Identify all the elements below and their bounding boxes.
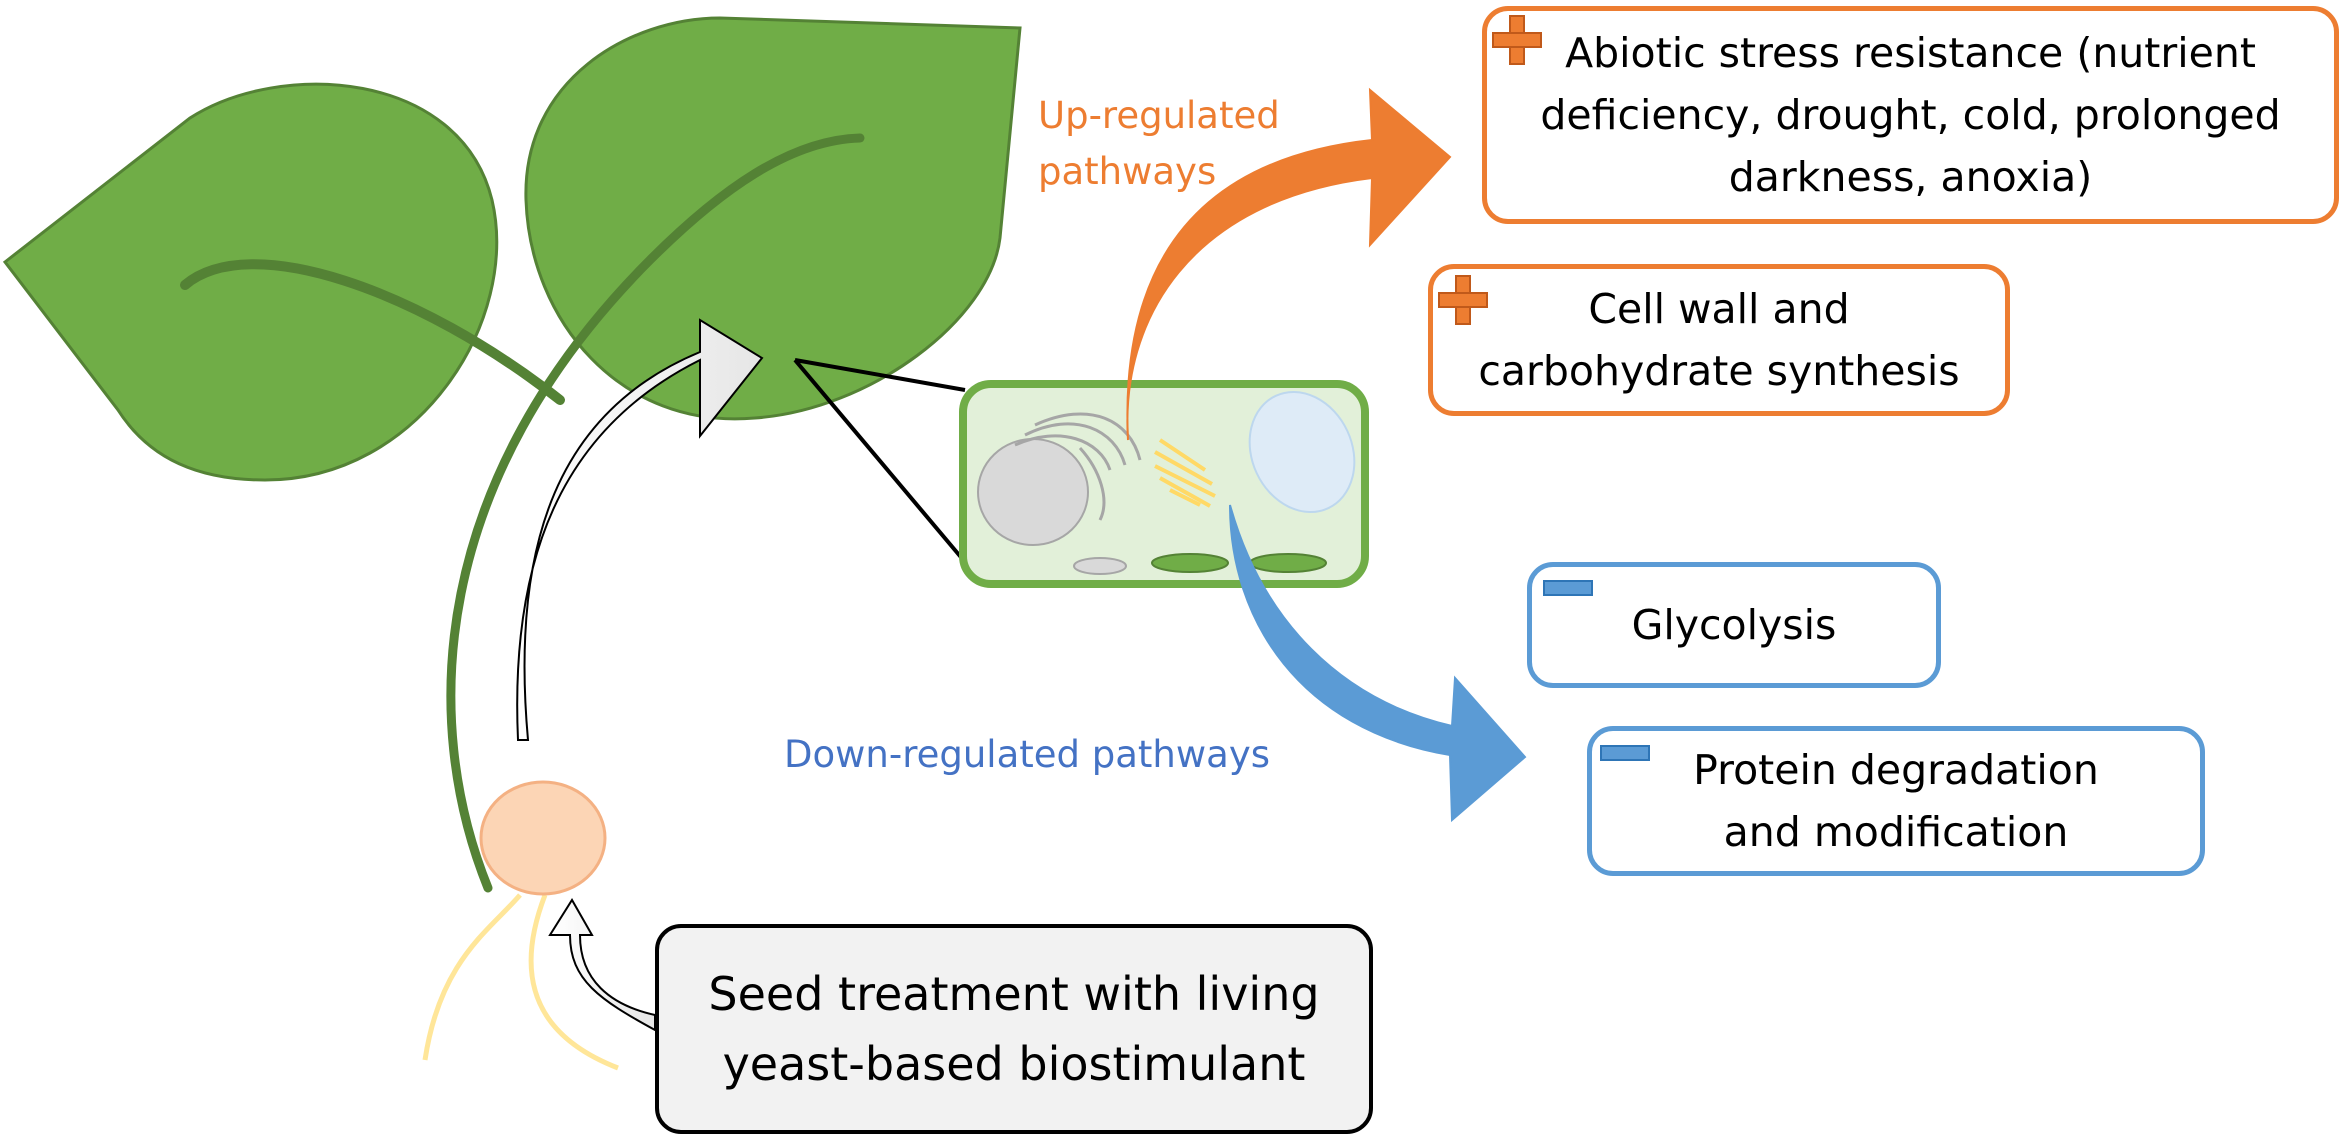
plant-cell [959, 380, 1369, 588]
protein-box: Protein degradation and modification [1587, 726, 2205, 876]
box-text-line: Protein degradation [1693, 746, 2099, 794]
vacuole [1248, 390, 1356, 514]
growth-arrow [516, 318, 764, 741]
up-regulated-label: Up-regulated pathways [1038, 88, 1280, 200]
seed-treatment-text: Seed treatment with living yeast-based b… [708, 959, 1319, 1099]
seed-shape [479, 780, 607, 896]
box-text-line: Abiotic stress resistance (nutrient [1565, 29, 2256, 77]
endoplasmic-reticulum [1014, 434, 1112, 471]
minus-icon [1543, 580, 1593, 596]
cell-wall-box: Cell wall and carbohydrate synthesis [1428, 264, 2010, 416]
right-leaf [524, 16, 1022, 421]
box-text-line: and modification [1723, 808, 2069, 856]
mitochondrion [1073, 557, 1127, 575]
cell-wall-text: Cell wall and carbohydrate synthesis [1478, 278, 1959, 402]
up-regulated-arrow [1126, 87, 1452, 441]
glycolysis-text: Glycolysis [1632, 594, 1837, 656]
treatment-arrow [548, 898, 656, 1032]
zoom-lines [793, 358, 967, 564]
glycolysis-box: Glycolysis [1527, 562, 1941, 688]
box-text-line: darkness, anoxia) [1728, 153, 2093, 201]
abiotic-stress-box: Abiotic stress resistance (nutrient defi… [1482, 6, 2339, 224]
chloroplast-1 [1151, 553, 1229, 573]
down-regulated-arrow [1229, 504, 1527, 823]
golgi-body [1154, 438, 1216, 508]
down-regulated-label: Down-regulated pathways [784, 733, 1270, 776]
up-regulated-label-line: pathways [1038, 150, 1217, 193]
protein-text: Protein degradation and modification [1693, 739, 2099, 863]
up-regulated-label-line: Up-regulated [1038, 94, 1280, 137]
plant-stem [446, 133, 865, 893]
box-text-line: carbohydrate synthesis [1478, 347, 1960, 395]
seed-treatment-box: Seed treatment with living yeast-based b… [655, 924, 1373, 1134]
plus-icon [1438, 275, 1488, 325]
left-leaf [2, 82, 565, 482]
minus-icon [1600, 745, 1650, 761]
box-text-line: Cell wall and [1588, 285, 1850, 333]
abiotic-stress-text: Abiotic stress resistance (nutrient defi… [1540, 22, 2280, 208]
box-text-line: Glycolysis [1631, 601, 1837, 649]
box-text-line: Seed treatment with living [708, 967, 1320, 1021]
plus-icon [1492, 15, 1542, 65]
chloroplast-2 [1249, 553, 1327, 573]
cell-nucleus [977, 438, 1089, 546]
box-text-line: deficiency, drought, cold, prolonged [1540, 91, 2281, 139]
plant-roots [422, 893, 619, 1071]
box-text-line: yeast-based biostimulant [722, 1037, 1306, 1091]
